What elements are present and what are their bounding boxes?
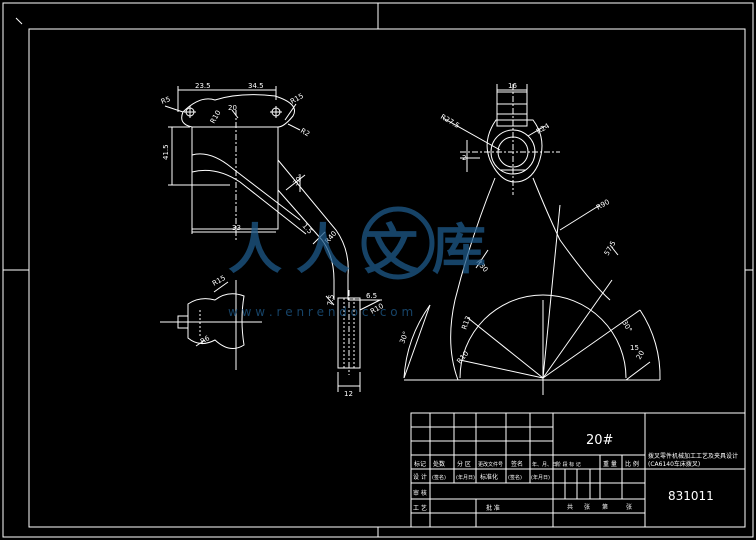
dim-r13: R13 <box>460 315 472 331</box>
dim-r6: R6 <box>199 334 212 346</box>
row2-label-4: (签名) <box>508 474 522 481</box>
dim-15-b: 15 <box>630 344 639 352</box>
row-label-5: 年、月、日 <box>532 461 557 468</box>
dim-41-5: 41.5 <box>162 144 170 160</box>
approve-label: 批 准 <box>486 504 500 512</box>
dim-34-5: 34.5 <box>248 82 264 90</box>
left-view <box>160 86 382 392</box>
dim-r15-arc: R15 <box>211 274 227 288</box>
dim-r90: R90 <box>595 198 611 212</box>
dim-r5: R5 <box>160 95 172 106</box>
row2-label-5: (年月日) <box>531 474 550 481</box>
scale-label: 比 例 <box>625 460 639 468</box>
row-label-4: 签名 <box>511 460 523 468</box>
watermark-logo-ring <box>361 206 435 280</box>
row-label-0: 标记 <box>414 460 426 468</box>
weight-label: 重 量 <box>603 460 617 468</box>
title-block <box>410 412 746 528</box>
dim-30-a: 30° <box>291 173 305 188</box>
row2-label-2: (年月日) <box>456 474 475 481</box>
dim-7-5: 7.5 <box>326 294 336 306</box>
dim-r2: R2 <box>299 127 311 139</box>
stage-mark-label: 阶 段 标 记 <box>556 461 581 468</box>
dim-30-b: 30° <box>398 330 410 344</box>
dim-r15-top: R15 <box>289 92 305 106</box>
sheet-label-1: 张 <box>584 503 590 511</box>
row-label-2: 分 区 <box>457 460 471 468</box>
row2-label-1: (签名) <box>432 474 446 481</box>
row-label-1: 处数 <box>433 460 445 468</box>
watermark: 人人文库 w w w . r e n r e n d o c . c o m <box>228 206 500 319</box>
sheet-label-0: 共 <box>567 503 573 511</box>
part-code: 831011 <box>668 489 714 503</box>
dim-r24: R24 <box>535 122 551 136</box>
dim-57-5: 57.5 <box>603 239 618 257</box>
dim-33: 33 <box>232 224 241 232</box>
sheet-label-2: 第 <box>602 503 608 511</box>
watermark-logo-text: 人人文库 <box>228 218 500 281</box>
dim-30-c: 30° <box>620 319 633 334</box>
dim-23-5: 23.5 <box>195 82 211 90</box>
dim-16: 16 <box>508 82 517 90</box>
dim-r10-c: R10 <box>455 350 470 366</box>
row-label-3: 更改文件号 <box>478 461 503 468</box>
title-block-text: 20# 拨叉零件机械加工工艺及夹具设计 (CA6140车床拨叉) 831011 … <box>413 433 738 512</box>
part-title-line1: 拨叉零件机械加工工艺及夹具设计 <box>648 452 738 460</box>
part-title-line2: (CA6140车床拨叉) <box>648 460 700 468</box>
sheet-label-3: 张 <box>626 503 632 511</box>
drawing-number: 20# <box>586 433 613 448</box>
row2-label-3: 标准化 <box>480 473 498 481</box>
dim-6-5: 6.5 <box>366 292 377 300</box>
row2-label-0: 设 计 <box>413 473 427 481</box>
dim-r27-5: R27.5 <box>439 113 461 130</box>
dim-2: 2 <box>462 154 466 162</box>
dim-20-b: 20 <box>635 349 646 361</box>
watermark-url: w w w . r e n r e n d o c . c o m <box>228 305 413 319</box>
dim-r10-a: R10 <box>209 109 223 125</box>
process-label: 工 艺 <box>413 504 427 512</box>
review-label: 审 核 <box>413 489 427 497</box>
dim-20: 20 <box>228 104 237 112</box>
dim-12: 12 <box>344 390 353 398</box>
right-view <box>403 84 661 395</box>
